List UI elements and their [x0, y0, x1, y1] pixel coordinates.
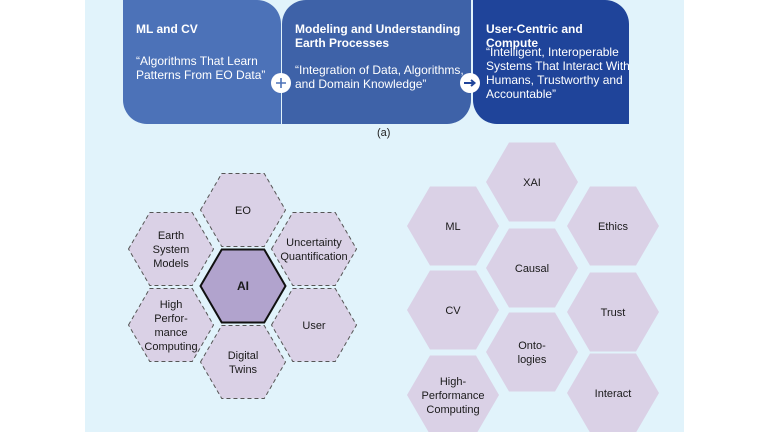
card-title: ML and CV — [136, 22, 198, 36]
card-ml-and-cv: ML and CV “Algorithms That Learn Pattern… — [123, 0, 281, 124]
hex-ai-center: AI — [199, 248, 287, 324]
hexagon-label: High- — [440, 376, 467, 388]
hexagon-label: CV — [445, 305, 461, 317]
hexagon-label: Twins — [229, 364, 258, 376]
hexagon-shape — [127, 288, 215, 362]
hexagon-shape — [567, 353, 659, 432]
hexagon-label: Quantification — [280, 251, 347, 263]
hexagon-shape — [486, 312, 578, 392]
hexagon-label: Interact — [595, 388, 632, 400]
hexagon-label: EO — [235, 205, 251, 217]
card-modeling-earth-processes: Modeling and Understanding Earth Process… — [282, 0, 471, 124]
hexagon-label: mance — [154, 327, 187, 339]
hexagon-label: logies — [518, 354, 547, 366]
card-quote: “Integration of Data, Algorithms, and Do… — [295, 63, 464, 91]
hexagon-label: Perfor- — [154, 313, 188, 325]
hex-eo: EO — [199, 173, 287, 247]
hexagon-shape — [199, 173, 287, 247]
hexagon-label: Computing — [144, 341, 197, 353]
plus-icon — [271, 73, 291, 93]
hexagon-label: System — [153, 244, 190, 256]
hexagon-label: Trust — [601, 307, 626, 319]
hexagon-label: User — [302, 320, 326, 332]
hexagon-shape — [199, 248, 287, 324]
hexagon-label: Ethics — [598, 221, 628, 233]
hex-cv: CV — [407, 270, 499, 350]
card-title: Modeling and Understanding Earth Process… — [295, 22, 461, 50]
card-title: User-Centric and Compute — [486, 22, 583, 50]
hexagon-shape — [127, 212, 215, 286]
hexagon-label: AI — [237, 279, 249, 293]
hex-ml: ML — [407, 186, 499, 266]
card-quote: “Algorithms That Learn Patterns From EO … — [136, 54, 266, 82]
hexagon-label: Onto- — [518, 340, 546, 352]
hexagon-label: Computing — [426, 404, 479, 416]
card-quote: “Intelligent, Interoperable Systems That… — [486, 45, 630, 101]
hexagon-label: Earth — [158, 230, 184, 242]
hexagon-label: Uncertainty — [286, 237, 342, 249]
hex-user: User — [270, 288, 358, 362]
hexagon-shape — [567, 272, 659, 352]
hexagon-label: Causal — [515, 263, 549, 275]
hexagon-shape — [567, 186, 659, 266]
hex-causal: Causal — [486, 228, 578, 308]
hex-xai: XAI — [486, 142, 578, 222]
hexagon-shape — [486, 142, 578, 222]
figure-caption: (a) — [377, 127, 391, 139]
hex-trust: Trust — [567, 272, 659, 352]
hexagon-label: XAI — [523, 177, 541, 189]
hexagon-shape — [407, 186, 499, 266]
card-user-centric-compute: User-Centric and Compute “Intelligent, I… — [473, 0, 630, 124]
hexagon-shape — [407, 355, 499, 432]
hexagon-label: Models — [153, 258, 189, 270]
arrow-right-icon — [460, 73, 480, 93]
hexagon-label: Digital — [228, 350, 259, 362]
hexagon-shape — [270, 288, 358, 362]
hex-interact: Interact — [567, 353, 659, 432]
hexagon-label: ML — [445, 221, 460, 233]
hexagon-shape — [199, 325, 287, 399]
hexagon-label: High — [160, 299, 183, 311]
hexagon-shape — [270, 212, 358, 286]
hexagon-label: Performance — [422, 390, 485, 402]
hex-ethics: Ethics — [567, 186, 659, 266]
hex-ontologies: Onto-logies — [486, 312, 578, 392]
hexagon-shape — [407, 270, 499, 350]
hexagon-shape — [486, 228, 578, 308]
